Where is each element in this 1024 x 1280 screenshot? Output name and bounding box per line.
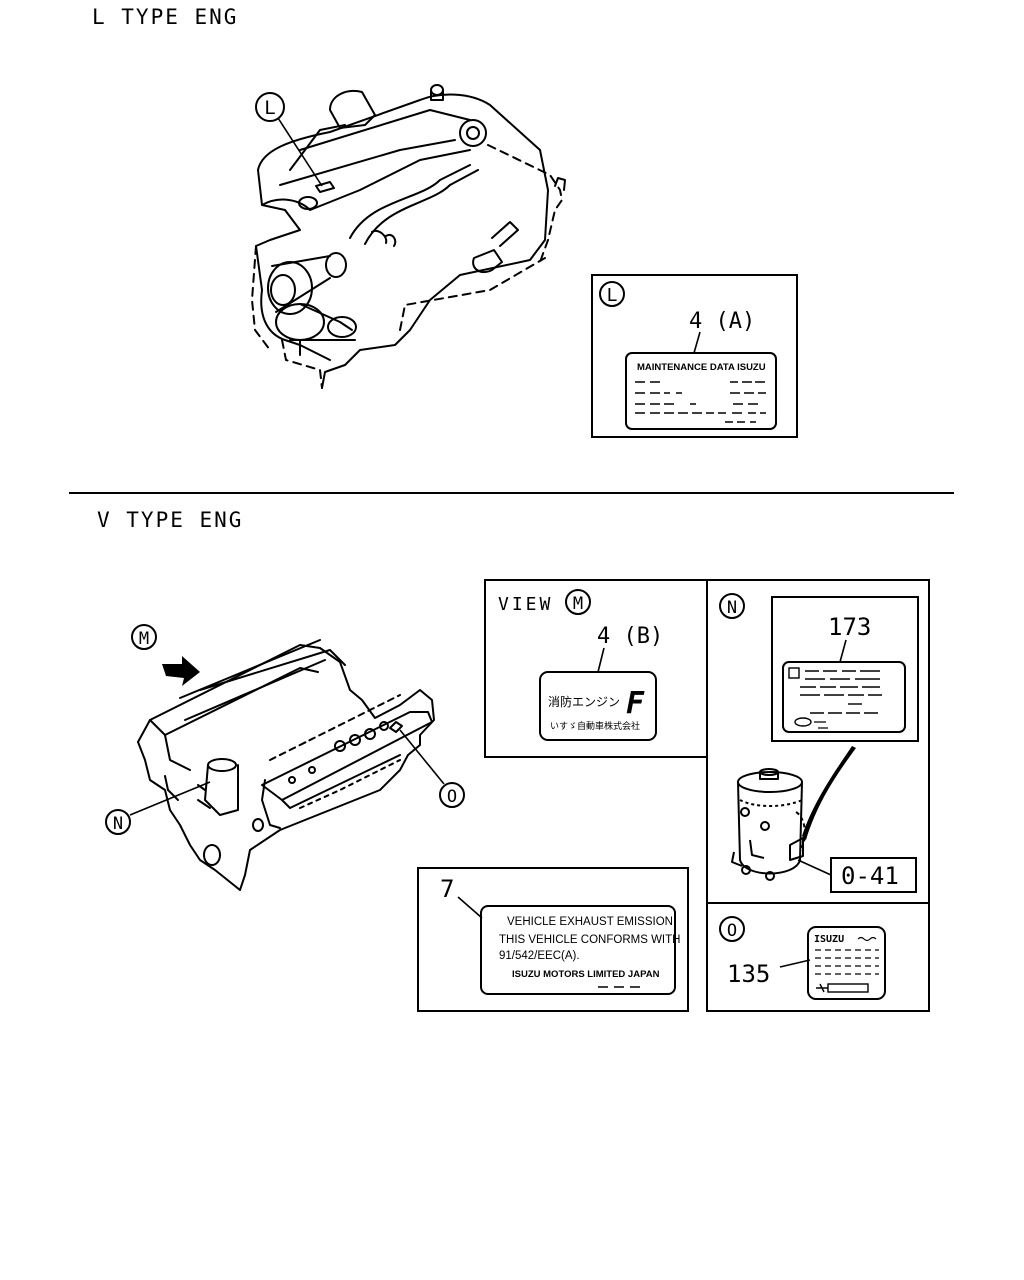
view-m-part-number: 4 (B): [597, 624, 663, 649]
fire-engine-label-f: F: [626, 686, 645, 721]
panel-n-marker: N: [727, 598, 737, 618]
emission-line-2: THIS VEHICLE CONFORMS WITH: [499, 934, 680, 946]
isuzu-brand-text: ISUZU: [814, 934, 844, 945]
panel-o-marker: O: [727, 921, 737, 941]
v-type-engine-drawing: [137, 639, 435, 891]
view-m-arrow: [162, 656, 200, 686]
panel-o-label: O 135 ISUZU: [706, 902, 930, 1012]
panel-n-part-number: 173: [828, 613, 871, 641]
maintenance-data-text: MAINTENANCE DATA ISUZU: [637, 362, 766, 373]
fire-engine-label-text: 消防エンジン: [548, 694, 620, 709]
callout-n: N: [113, 814, 123, 834]
l-type-title: L TYPE ENG: [92, 5, 238, 29]
emission-line-4: ISUZU MOTORS LIMITED JAPAN: [512, 969, 660, 980]
v-type-title: V TYPE ENG: [97, 508, 243, 532]
panel-n-label: N 173: [706, 579, 930, 904]
emission-part-number: 7: [440, 875, 454, 903]
emission-line-3: 91/542/EEC(A).: [499, 950, 580, 962]
l-type-engine-drawing: [251, 84, 566, 389]
panel-l-part-number: 4 (A): [689, 309, 755, 334]
callout-l: L: [264, 97, 275, 119]
view-m-marker: M: [573, 594, 583, 614]
callout-o: O: [447, 787, 457, 807]
callout-m: M: [139, 629, 149, 649]
panel-n-reference: 0-41: [841, 862, 899, 890]
panel-emission-label: 7 VEHICLE EXHAUST EMISSION THIS VEHICLE …: [417, 867, 689, 1012]
fire-engine-label-maker: いすゞ自動車株式会社: [550, 720, 640, 732]
emission-line-1: VEHICLE EXHAUST EMISSION: [507, 916, 673, 928]
panel-o-part-number: 135: [727, 960, 770, 988]
view-word: VIEW: [498, 594, 553, 615]
panel-l-marker: L: [607, 285, 618, 306]
panel-l-maintenance-label: L 4 (A) MAINTENANCE DATA ISUZU: [591, 274, 798, 438]
panel-view-m-label: VIEW M 4 (B) 消防エンジン F いすゞ自動車株式会社: [484, 579, 708, 758]
